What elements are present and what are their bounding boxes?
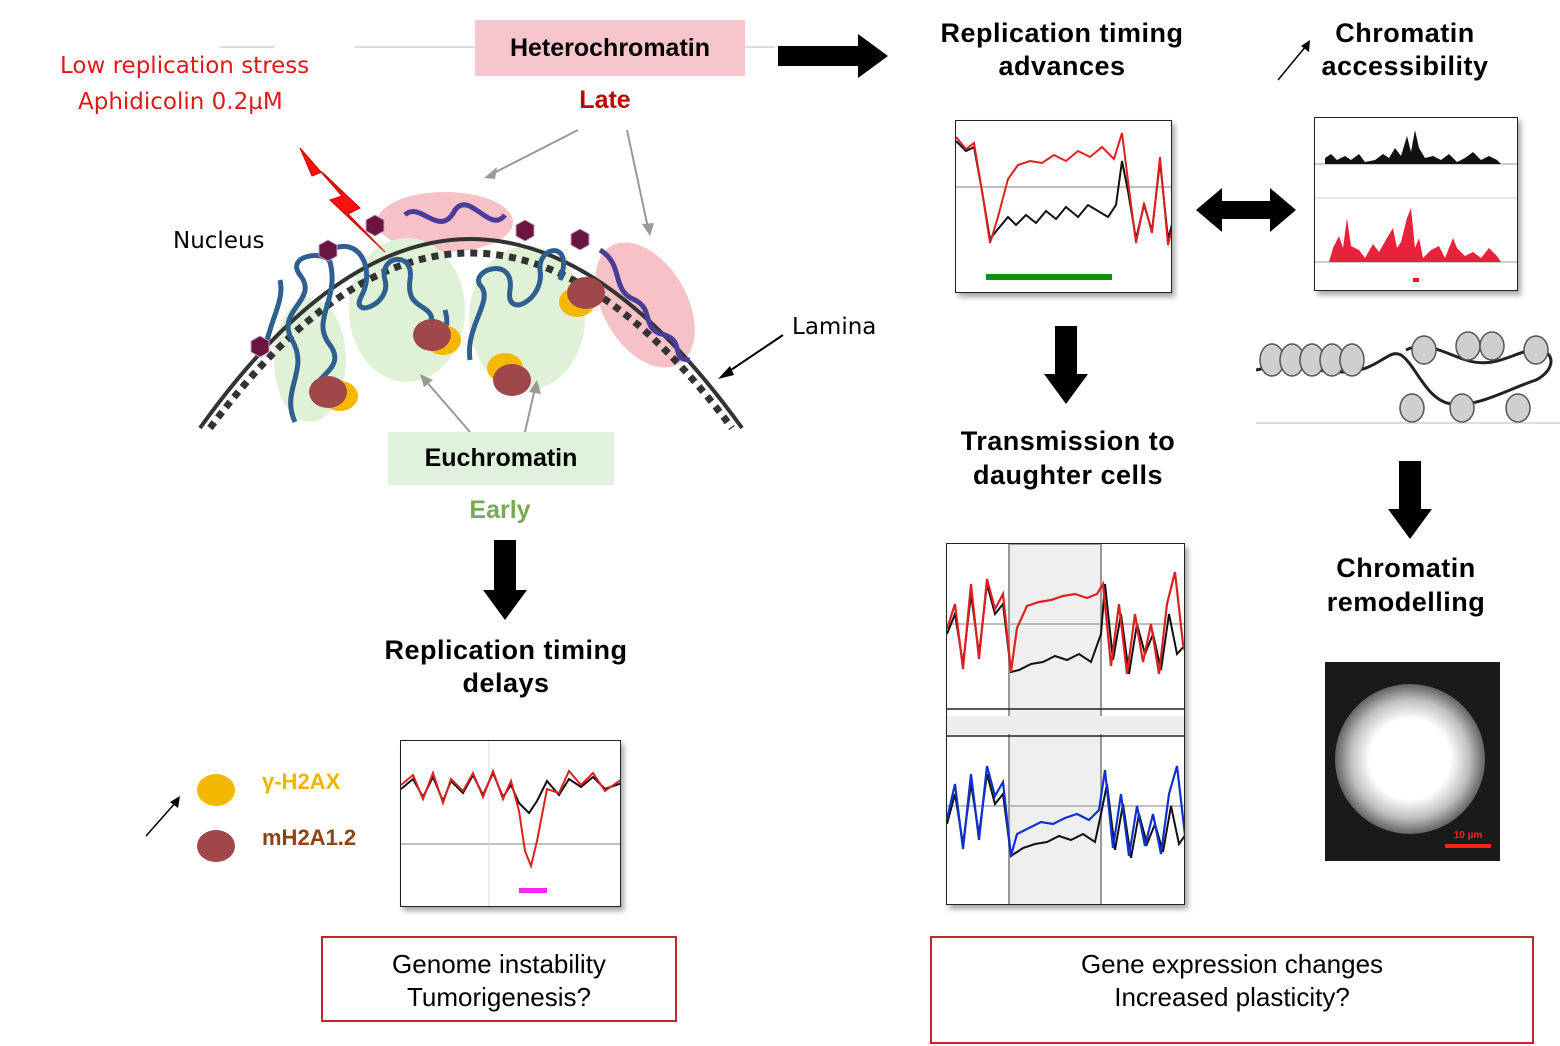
- lamina-layer: [207, 249, 735, 431]
- lamina-anchor-3: [365, 214, 385, 237]
- euchromatin-region-2: [469, 246, 585, 390]
- legend-mh2a-label: mH2A1.2: [262, 825, 357, 850]
- outcome-mid-line-2: Increased plasticity?: [1114, 982, 1350, 1012]
- timing-delay-profile: [400, 740, 621, 907]
- nucleosome-array-icon: [1256, 331, 1560, 424]
- stress-line-1: Low replication stress: [60, 53, 310, 79]
- increase-arrow-icon: [145, 796, 180, 837]
- outcome-left-line-1: Genome instability: [392, 949, 606, 979]
- outcome-left-line-2: Tumorigenesis?: [406, 982, 591, 1012]
- marker-pair-2: [413, 319, 461, 355]
- heterochromatin-fiber-2: [598, 247, 691, 363]
- outcome-mid-line-1: Gene expression changes: [1080, 949, 1384, 979]
- scale-bar-label: 10 µm: [1453, 830, 1483, 841]
- late-label: Late: [579, 86, 631, 114]
- transmission-line-2: daughter cells: [972, 460, 1164, 490]
- timing-advances-line-2: advances: [998, 51, 1126, 81]
- transmission-line-1: Transmission to: [960, 426, 1176, 456]
- marker-pair-4: [559, 277, 605, 317]
- timing-advance-profile: [955, 120, 1172, 293]
- increase-arrow-icon: [1277, 40, 1310, 81]
- chromatin-fiber-1: [285, 253, 338, 424]
- legend-gamma-label: γ-H2AX: [262, 769, 341, 794]
- lamina-anchor-2: [318, 239, 338, 262]
- stress-line-2: Aphidicolin 0.2µM: [78, 89, 283, 115]
- marker-pair-1: [309, 376, 358, 411]
- lamina-anchor-4: [515, 219, 535, 242]
- gamma-h2ax-icon: [197, 774, 235, 806]
- down-arrow-icon: [1388, 461, 1432, 539]
- timing-delays-line-1: Replication timing: [384, 635, 628, 665]
- lamina-anchor-5: [570, 228, 590, 251]
- down-arrow-icon: [483, 540, 527, 620]
- euchromatin-box: Euchromatin: [388, 432, 614, 485]
- heterochromatin-box: Heterochromatin: [475, 20, 745, 76]
- timing-advances-line-1: Replication timing: [940, 18, 1184, 48]
- nucleus-label: Nucleus: [173, 228, 265, 254]
- legend-markers: [197, 774, 235, 862]
- nucleus-diagram: [198, 46, 784, 433]
- remodelling-line-2: remodelling: [1326, 587, 1486, 617]
- accessibility-line-2: accessibility: [1321, 51, 1489, 81]
- double-arrow-icon: [1196, 188, 1296, 232]
- accessibility-line-1: Chromatin: [1335, 18, 1475, 48]
- black-track: [1325, 130, 1501, 164]
- nucleus-micrograph: 10 µm: [1325, 662, 1500, 861]
- marker-pair-3: [487, 353, 531, 396]
- mh2a-icon: [197, 830, 235, 862]
- down-arrow-icon: [1044, 326, 1088, 404]
- right-arrow-icon: [778, 34, 888, 78]
- remodelling-line-1: Chromatin: [1336, 553, 1476, 583]
- lamina-anchor-1: [250, 335, 270, 358]
- gene-expression-box: Gene expression changes Increased plasti…: [930, 936, 1534, 1044]
- heterochromatin-fiber-1: [403, 202, 507, 224]
- genome-instability-box: Genome instability Tumorigenesis?: [321, 936, 677, 1022]
- lamina-label: Lamina: [792, 314, 877, 340]
- daughter-cell-profiles: [946, 543, 1185, 905]
- lightning-icon: [299, 147, 386, 253]
- chromatin-fiber-3: [466, 248, 567, 361]
- scale-bar: [1445, 844, 1491, 848]
- timing-delays-line-2: delays: [462, 668, 550, 698]
- early-label: Early: [469, 496, 531, 524]
- accessibility-tracks: [1314, 117, 1518, 291]
- red-track: [1329, 208, 1501, 262]
